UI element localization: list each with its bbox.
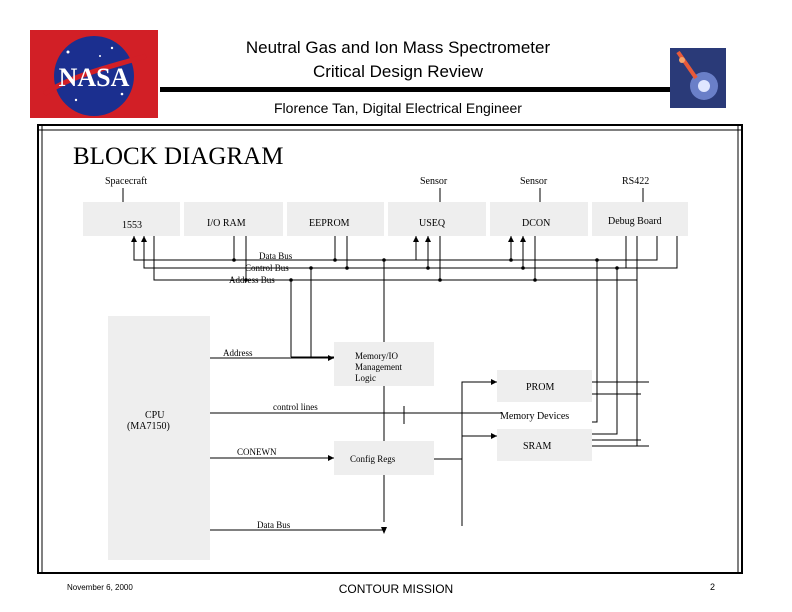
label-control-bus: Control Bus: [245, 263, 289, 273]
label-cpu-model: (MA7150): [127, 421, 170, 432]
block-dcon: [490, 202, 588, 236]
block-sram: [497, 429, 592, 461]
block-prom: [497, 370, 592, 402]
label-debug-board: Debug Board: [608, 216, 662, 227]
label-config-regs: Config Regs: [350, 454, 396, 464]
label-data-bus: Data Bus: [259, 251, 293, 261]
presentation-subtitle: Critical Design Review: [312, 62, 484, 81]
label-memory-io-2: Management: [355, 362, 402, 372]
label-rs422: RS422: [622, 176, 649, 187]
label-dcon: DCON: [522, 218, 550, 229]
block-cpu: [108, 316, 210, 560]
block-eeprom: [287, 202, 384, 236]
diagram-heading: BLOCK DIAGRAM: [73, 143, 283, 170]
label-useq: USEQ: [419, 218, 446, 229]
nasa-logo-text: NASA: [59, 63, 130, 92]
label-spacecraft: Spacecraft: [105, 176, 147, 187]
comet-image: [670, 48, 726, 108]
block-useq: [388, 202, 486, 236]
label-memory-io-3: Logic: [355, 373, 376, 383]
label-sensor-2: Sensor: [520, 176, 548, 187]
footer-mission: CONTOUR MISSION: [338, 582, 454, 596]
footer-date: November 6, 2000: [67, 583, 133, 592]
label-memory-io-1: Memory/IO: [355, 351, 398, 361]
block-diagram: BLOCK DIAGRAM Spacecraft Sensor Sensor R…: [37, 124, 743, 574]
presentation-title: Neutral Gas and Ion Mass Spectrometer: [245, 38, 551, 57]
label-eeprom: EEPROM: [309, 218, 350, 229]
block-config-regs: [334, 441, 434, 475]
header-rule: [160, 87, 672, 92]
label-address-signal: Address: [223, 348, 253, 358]
label-cpu: CPU: [145, 410, 165, 421]
page-number: 2: [710, 582, 716, 592]
block-1553: [83, 202, 180, 236]
label-control-lines: control lines: [273, 402, 318, 412]
author-line: Florence Tan, Digital Electrical Enginee…: [274, 100, 522, 116]
label-sram: SRAM: [523, 441, 551, 452]
label-1553: 1553: [122, 220, 142, 231]
block-debug-board: [592, 202, 688, 236]
label-prom: PROM: [526, 382, 554, 393]
label-memory-devices: Memory Devices: [500, 411, 569, 422]
label-address-bus: Address Bus: [229, 275, 275, 285]
block-memory-io-logic: [334, 342, 434, 386]
label-data-bus-bottom: Data Bus: [257, 520, 291, 530]
label-sensor-1: Sensor: [420, 176, 448, 187]
block-io-ram: [184, 202, 283, 236]
label-io-ram: I/O RAM: [207, 218, 246, 229]
label-conewn: CONEWN: [237, 447, 277, 457]
nasa-logo: NASA: [30, 30, 158, 118]
